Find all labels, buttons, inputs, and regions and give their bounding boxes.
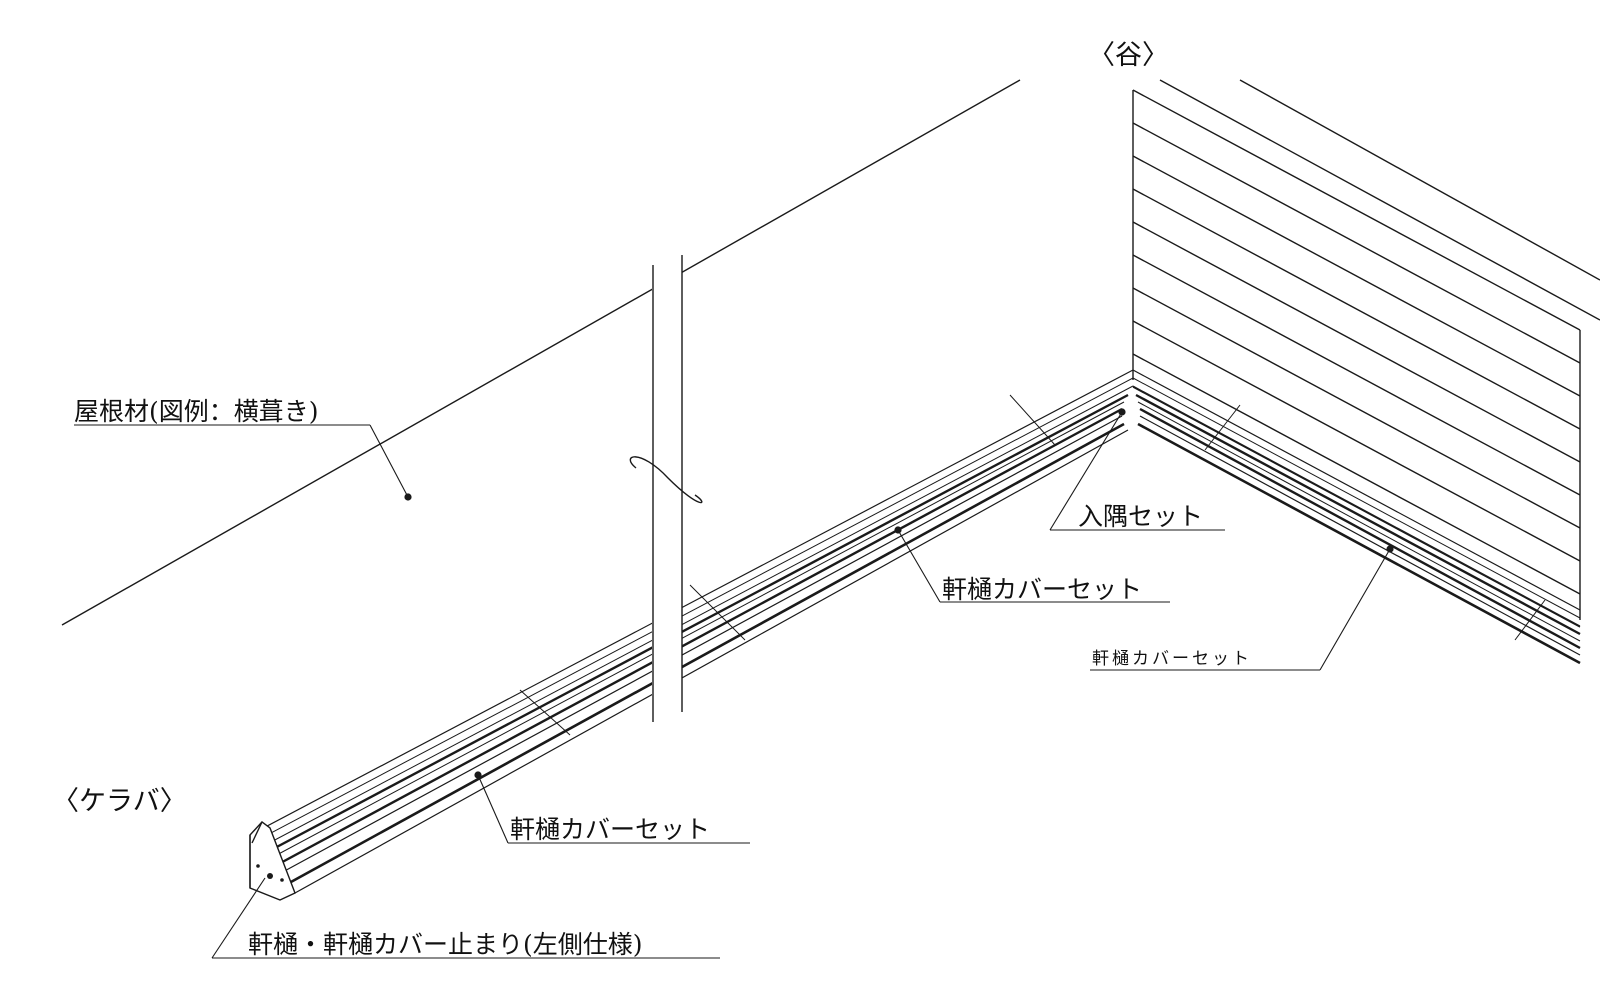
gutter-band-right — [1132, 369, 1581, 665]
label-gutter-cover-set-center: 軒樋カバーセット — [942, 575, 1142, 604]
leaders — [74, 408, 1394, 959]
label-gutter-cover-set-right: 軒樋カバーセット — [1092, 649, 1252, 669]
label-gable: 〈ケラバ〉 — [52, 786, 187, 817]
label-roof-material: 屋根材(図例：横葺き) — [74, 397, 319, 426]
label-gutter-end-stop: 軒樋・軒樋カバー止まり(左側仕様) — [248, 930, 643, 959]
roof-board-line — [1132, 221, 1581, 463]
roof-board-line — [1132, 320, 1581, 562]
roof-outline — [61, 79, 1600, 626]
roof-board-line — [1132, 188, 1581, 430]
label-inside-corner-set: 入隅セット — [1078, 502, 1203, 531]
roof-board-line — [1132, 122, 1581, 364]
roof-boards-right — [1132, 89, 1581, 628]
break-symbol — [629, 255, 703, 725]
roof-board-line — [1132, 89, 1581, 331]
label-gutter-cover-set-left: 軒樋カバーセット — [510, 815, 710, 844]
roof-board-line — [1132, 155, 1581, 397]
gutter-end-block — [249, 821, 296, 901]
roof-board-line — [1132, 353, 1581, 595]
roof-board-line — [1132, 386, 1581, 628]
label-valley: 〈谷〉 — [1088, 40, 1169, 71]
roof-board-line — [1132, 287, 1581, 529]
roof-board-line — [1132, 254, 1581, 496]
gutter-band-left — [249, 369, 1134, 894]
